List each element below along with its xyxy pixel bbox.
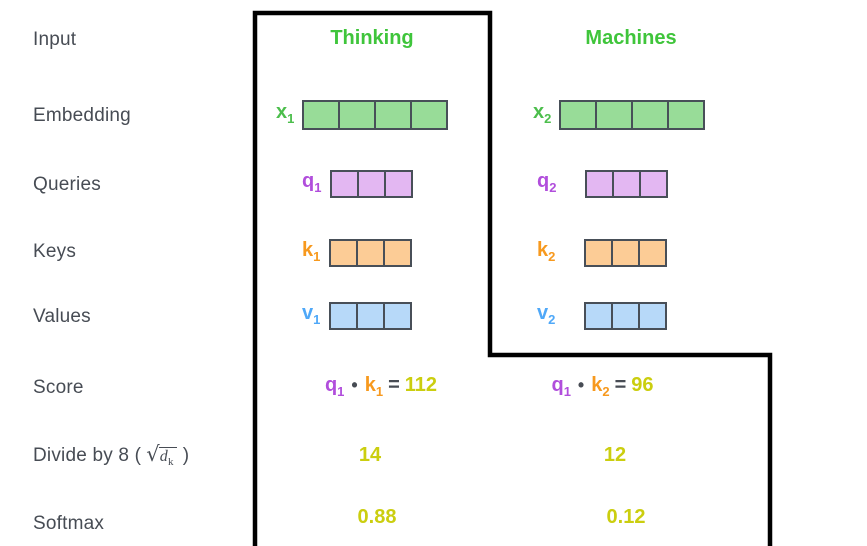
vector-cell [611,304,639,328]
equals-sign: = [614,374,627,396]
vector-cell [357,172,385,196]
query-vector-label-q2: q2 [537,169,557,195]
key-vector-label-k2: k2 [537,238,556,264]
sqrt-radical-symbol: √ [146,442,160,466]
vector-cell [612,172,640,196]
vector-cell [638,304,666,328]
value-vector-label-v2: v2 [537,301,556,327]
key-vector-label-k1: k1 [302,238,321,264]
key-vector-k2 [584,239,668,267]
sqrt-radicand: dk [158,447,177,471]
embedding-vector-label-x1: x1 [276,100,295,126]
divide-result-machines: 12 [603,444,627,466]
score-q1-label-2: q1 [551,374,571,399]
vector-cell [595,102,632,128]
dot-product-icon: • [577,375,585,395]
vector-cell [383,241,411,265]
query-row-thinking: q1 [302,169,414,198]
value-row-thinking: v1 [302,301,413,330]
query-vector-q2 [585,170,669,198]
query-vector-q1 [330,170,414,198]
vector-cell [638,241,666,265]
score-q1-label: q1 [324,374,345,399]
row-label-embedding: Embedding [33,105,131,126]
embedding-row-machines: x2 [533,100,706,130]
vector-cell [586,304,612,328]
row-label-input: Input [33,29,77,50]
query-row-machines: q2 [537,169,669,198]
radicand-sub-k: k [168,456,174,469]
row-label-queries: Queries [33,174,101,195]
vector-cell [356,241,384,265]
divide-label-suffix: ) [182,445,190,466]
key-vector-k1 [329,239,413,267]
row-label-divide: Divide by 8 (√dk) [33,443,189,471]
embedding-vector-x1 [302,100,449,130]
vector-cell [383,304,411,328]
vector-cell [384,172,412,196]
softmax-result-machines: 0.12 [606,506,646,528]
score-k2-label: k2 [591,374,610,399]
divide-label-prefix: Divide by 8 ( [33,445,142,466]
query-vector-label-q1: q1 [302,169,322,195]
score-equation-thinking: q1 • k1=112 [255,374,507,402]
dot-product-icon: • [351,375,358,395]
column-header-machines: Machines [585,27,677,49]
value-vector-v2 [584,302,668,330]
row-label-score: Score [33,377,84,398]
vector-cell [304,102,339,128]
vector-cell [331,304,357,328]
vector-cell [587,172,613,196]
vector-cell [639,172,667,196]
row-label-softmax: Softmax [33,513,105,534]
vector-cell [561,102,596,128]
score-value-machines: 96 [631,374,654,396]
embedding-vector-label-x2: x2 [533,100,552,126]
key-row-machines: k2 [537,238,668,267]
row-label-keys: Keys [33,241,77,262]
column-header-thinking: Thinking [330,27,414,49]
vector-cell [586,241,612,265]
vector-cell [410,102,447,128]
radicand-d: d [159,448,168,465]
vector-cell [611,241,639,265]
value-vector-v1 [329,302,413,330]
vector-cell [631,102,668,128]
softmax-result-thinking: 0.88 [357,506,397,528]
divide-result-thinking: 14 [358,444,382,466]
vector-cell [332,172,358,196]
vector-cell [338,102,375,128]
vector-cell [331,241,357,265]
key-row-thinking: k1 [302,238,413,267]
vector-cell [356,304,384,328]
embedding-row-thinking: x1 [276,100,449,130]
score-k1-label: k1 [364,374,384,399]
score-equation-machines: q1 • k2=96 [490,374,715,402]
score-value-thinking: 112 [404,374,438,396]
embedding-vector-x2 [559,100,706,130]
value-vector-label-v1: v1 [302,301,321,327]
row-label-values: Values [33,306,91,327]
value-row-machines: v2 [537,301,668,330]
vector-cell [374,102,411,128]
equals-sign: = [388,374,400,396]
vector-cell [667,102,704,128]
